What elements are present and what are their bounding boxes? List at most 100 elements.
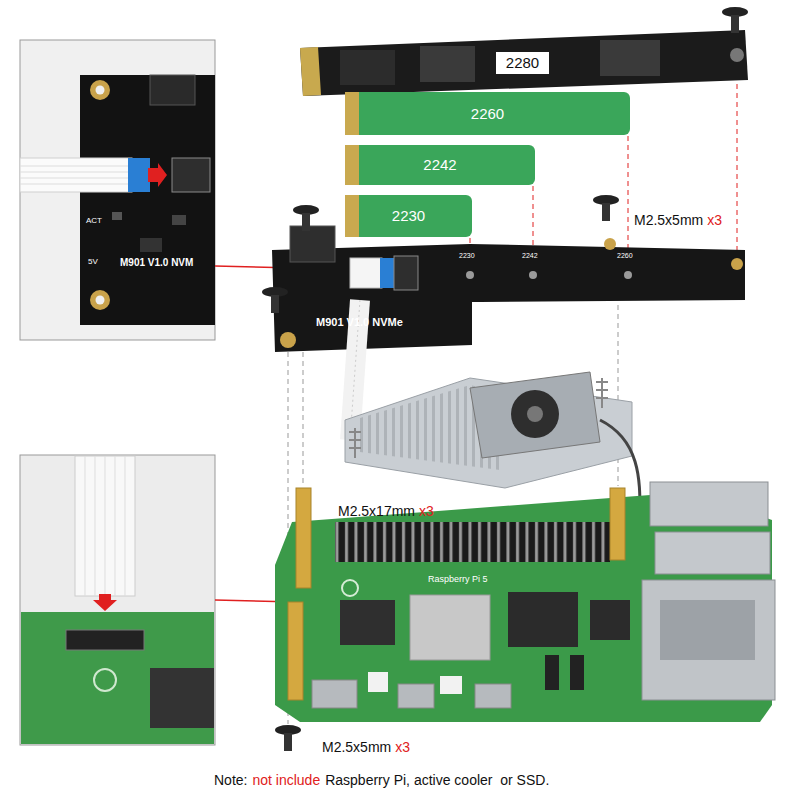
screw-size: M2.5x5mm [634,212,703,228]
size-label: 2280 [496,52,549,73]
smd-part [140,238,162,252]
mount-hole [90,80,110,100]
chip [600,40,660,76]
ribbon-cable [350,258,382,288]
led-label: ACT [86,216,102,225]
board-silkscreen: 2242 [522,252,538,260]
ribbon-cable [85,456,125,596]
mount-hole [604,238,616,250]
soc [410,595,490,660]
standoff [288,488,625,700]
screw-icon [602,203,610,221]
fan [527,406,543,422]
size-label: 2260 [471,105,504,122]
inset-frame [20,455,215,745]
chip [340,50,395,85]
fpc-connector [66,630,144,650]
logo-mark [94,669,116,691]
ssd-2280 [300,30,748,96]
ssd-card: 2280 [300,32,745,94]
mount-hole [96,296,105,305]
quantity: x3 [419,503,434,519]
usb-port [655,532,770,574]
screw-icon [262,287,288,313]
note: Raspberry Pi, active cooler or SSD. [325,772,549,788]
mount-hole [96,86,105,95]
screw-icon [731,15,739,33]
csi-connector [570,655,584,690]
connector [368,672,388,692]
ssd-size-card: 2230 [345,195,472,237]
size-label: 2242 [423,156,456,173]
quantity: x3 [707,212,722,228]
board-silkscreen: Raspberry Pi 5 [428,574,488,584]
ribbon-cable [20,166,132,184]
inset-frame [20,40,215,340]
screw-size: M2.5x5mm [322,739,391,755]
spring [596,378,608,408]
screw-icon [271,295,279,313]
mount-hole [90,290,110,310]
screw-icon [302,213,310,231]
mount-hole [529,271,537,279]
screw-icon [284,733,292,751]
usbc-port [312,680,357,708]
screw-icon [293,205,319,231]
guide-line [628,136,629,248]
chip [150,668,214,728]
fpc-connector [172,158,210,192]
spring [349,428,361,458]
ssd-size-card: 2242 [345,145,535,185]
raspberry-pi [275,482,775,722]
ribbon-tab [380,258,394,288]
board-silkscreen: 2230 [459,252,475,260]
insert-arrow [93,594,117,611]
fan [511,390,559,438]
board-silkscreen: M901 V1.0 NVMe [316,316,403,329]
quantity: x3 [395,739,410,755]
hdmi-port [398,684,434,708]
fan-housing [470,372,600,458]
gpio-header [335,522,610,562]
guide-line [737,84,738,252]
ethernet-port [642,580,775,700]
notch [730,48,744,62]
m2-slot [290,226,335,262]
smd-part [112,212,122,220]
nvme-board [272,226,745,352]
mount-hole [466,271,474,279]
mount-hole [624,271,632,279]
screw-icon [275,725,301,751]
board-detail [80,75,215,325]
guide-line [303,352,304,486]
standoff [610,488,625,560]
led-label: 5V [88,257,98,266]
ssd-size-card: 2260 [345,92,630,135]
mount-hole [280,332,296,348]
screw-icon [593,195,619,221]
gold-fingers [300,47,321,96]
csi-connector [545,655,559,690]
standoff [288,602,303,700]
usb-port [650,482,768,526]
ssd-board [300,30,748,96]
board-silkscreen: M901 V1.0 NVM [120,257,193,269]
fpc-connector [394,256,418,290]
hdmi-port [475,684,511,708]
ribbon-tab [128,158,150,192]
gpio-header [335,522,610,562]
standoff [296,488,311,588]
m2-slot [150,75,195,105]
mount-hole [731,258,743,270]
ethernet-port [660,600,755,660]
pcb-detail [21,612,214,744]
logo-mark [342,580,358,596]
note: Note: [214,772,247,788]
board-silkscreen: 2260 [617,252,633,260]
board-body [272,244,745,352]
chip [590,600,630,640]
connector [440,676,462,694]
smd-part [172,215,186,225]
chip [340,600,395,645]
